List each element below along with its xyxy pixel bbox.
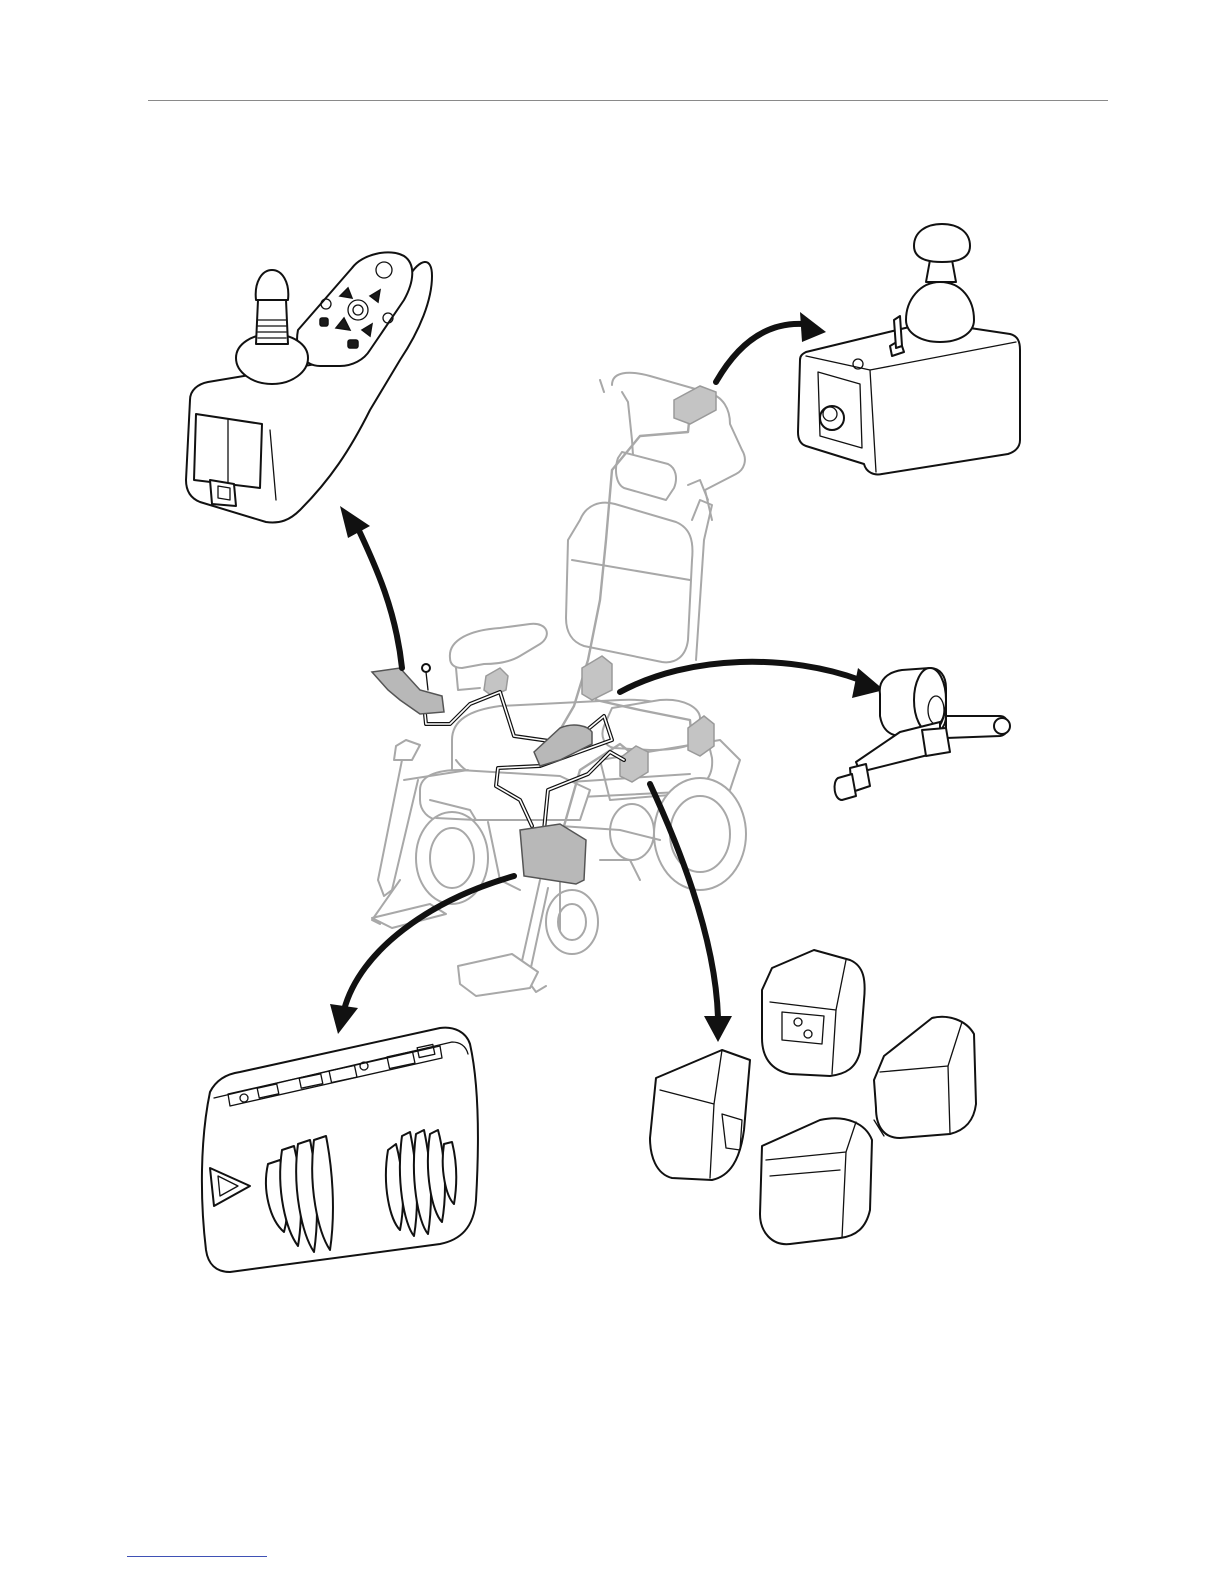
arrow-to-power-module <box>330 876 514 1034</box>
attendant-joystick-icon <box>798 224 1020 475</box>
arrow-to-actuator <box>620 662 884 698</box>
power-module-icon <box>202 1028 478 1272</box>
module-housings-icon <box>650 950 976 1244</box>
power-module-box <box>520 824 586 884</box>
joystick-remote-icon <box>186 252 432 522</box>
module-housing-left <box>650 1050 750 1180</box>
wheelchair-icon <box>372 373 746 996</box>
module-block-headrest <box>674 386 716 424</box>
module-housing-bottom <box>760 1118 872 1244</box>
module-housing-right <box>874 1017 976 1138</box>
arrow-to-joystick <box>340 506 402 668</box>
module-housing-top <box>762 950 865 1076</box>
joystick-mount-bracket <box>372 664 444 714</box>
